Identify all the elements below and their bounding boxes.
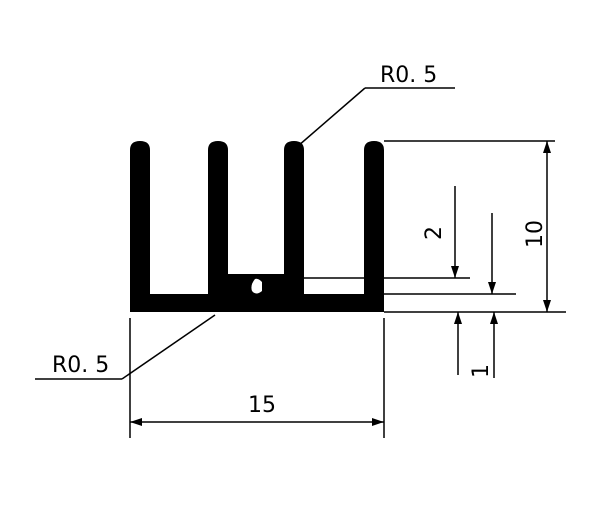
dimension-height-label: 10	[523, 220, 548, 248]
fin-1	[130, 141, 150, 296]
heatsink-base	[130, 294, 384, 312]
arrowheads	[130, 141, 551, 426]
screw-groove	[251, 278, 262, 294]
fin-2	[208, 141, 228, 296]
dimension-lines	[35, 87, 566, 438]
fin-3	[284, 141, 304, 296]
radius-callout-bottom: R0. 5	[52, 353, 109, 378]
heatsink-profile	[130, 141, 384, 312]
dimension-width-label: 15	[248, 393, 276, 418]
radius-callout-top: R0. 5	[380, 63, 437, 88]
fin-4	[364, 141, 384, 296]
dimension-base-label: 1	[469, 364, 494, 378]
dimension-step-label: 2	[422, 226, 447, 240]
